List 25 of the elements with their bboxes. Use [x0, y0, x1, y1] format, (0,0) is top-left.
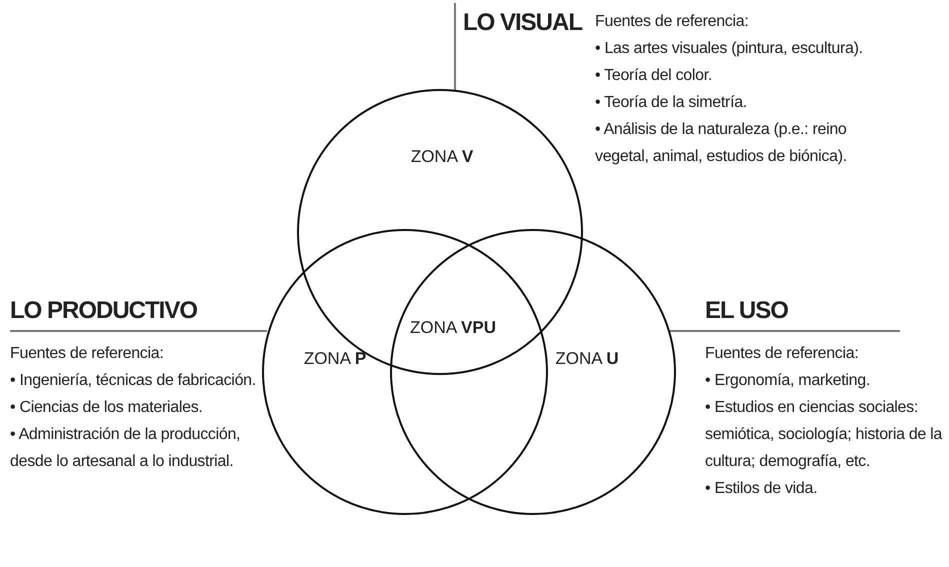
- zone-label: ZONA VPU: [410, 318, 496, 338]
- leader-line: [670, 330, 900, 332]
- list-item: • Teoría de la simetría.: [595, 93, 748, 113]
- intro-text: Fuentes de referencia:: [595, 12, 750, 32]
- list-item: • Estilos de vida.: [705, 479, 818, 499]
- heading: LO PRODUCTIVO: [10, 296, 198, 326]
- list-item: • Ergonomía, marketing.: [705, 371, 871, 391]
- leader-line: [10, 330, 267, 332]
- list-item: • Las artes visuales (pintura, escultura).: [595, 39, 864, 59]
- list-item: • Ciencias de los materiales.: [10, 398, 204, 418]
- heading: EL USO: [705, 296, 789, 326]
- list-item: • Teoría del color.: [595, 66, 714, 86]
- venn-circle: [262, 229, 548, 515]
- list-item: • Análisis de la naturaleza (p.e.: reino vegetal, animal, estudios de biónica).: [595, 120, 848, 167]
- list-item: • Administración de la producción, desde lo artesanal a lo industrial.: [10, 425, 242, 472]
- zone-label: ZONA P: [304, 349, 366, 369]
- heading: LO VISUAL: [463, 8, 582, 38]
- venn-circle: [390, 229, 676, 515]
- leader-line: [454, 3, 456, 90]
- list-item: • Ingeniería, técnicas de fabricación.: [10, 371, 257, 391]
- intro-text: Fuentes de referencia:: [10, 344, 164, 364]
- zone-label: ZONA V: [410, 147, 474, 167]
- zone-label: ZONA U: [555, 349, 619, 369]
- intro-text: Fuentes de referencia:: [705, 344, 860, 364]
- list-item: • Estudios en ciencias sociales: semiótica, sociología; historia de la cultura; demografía, etc.: [705, 398, 944, 472]
